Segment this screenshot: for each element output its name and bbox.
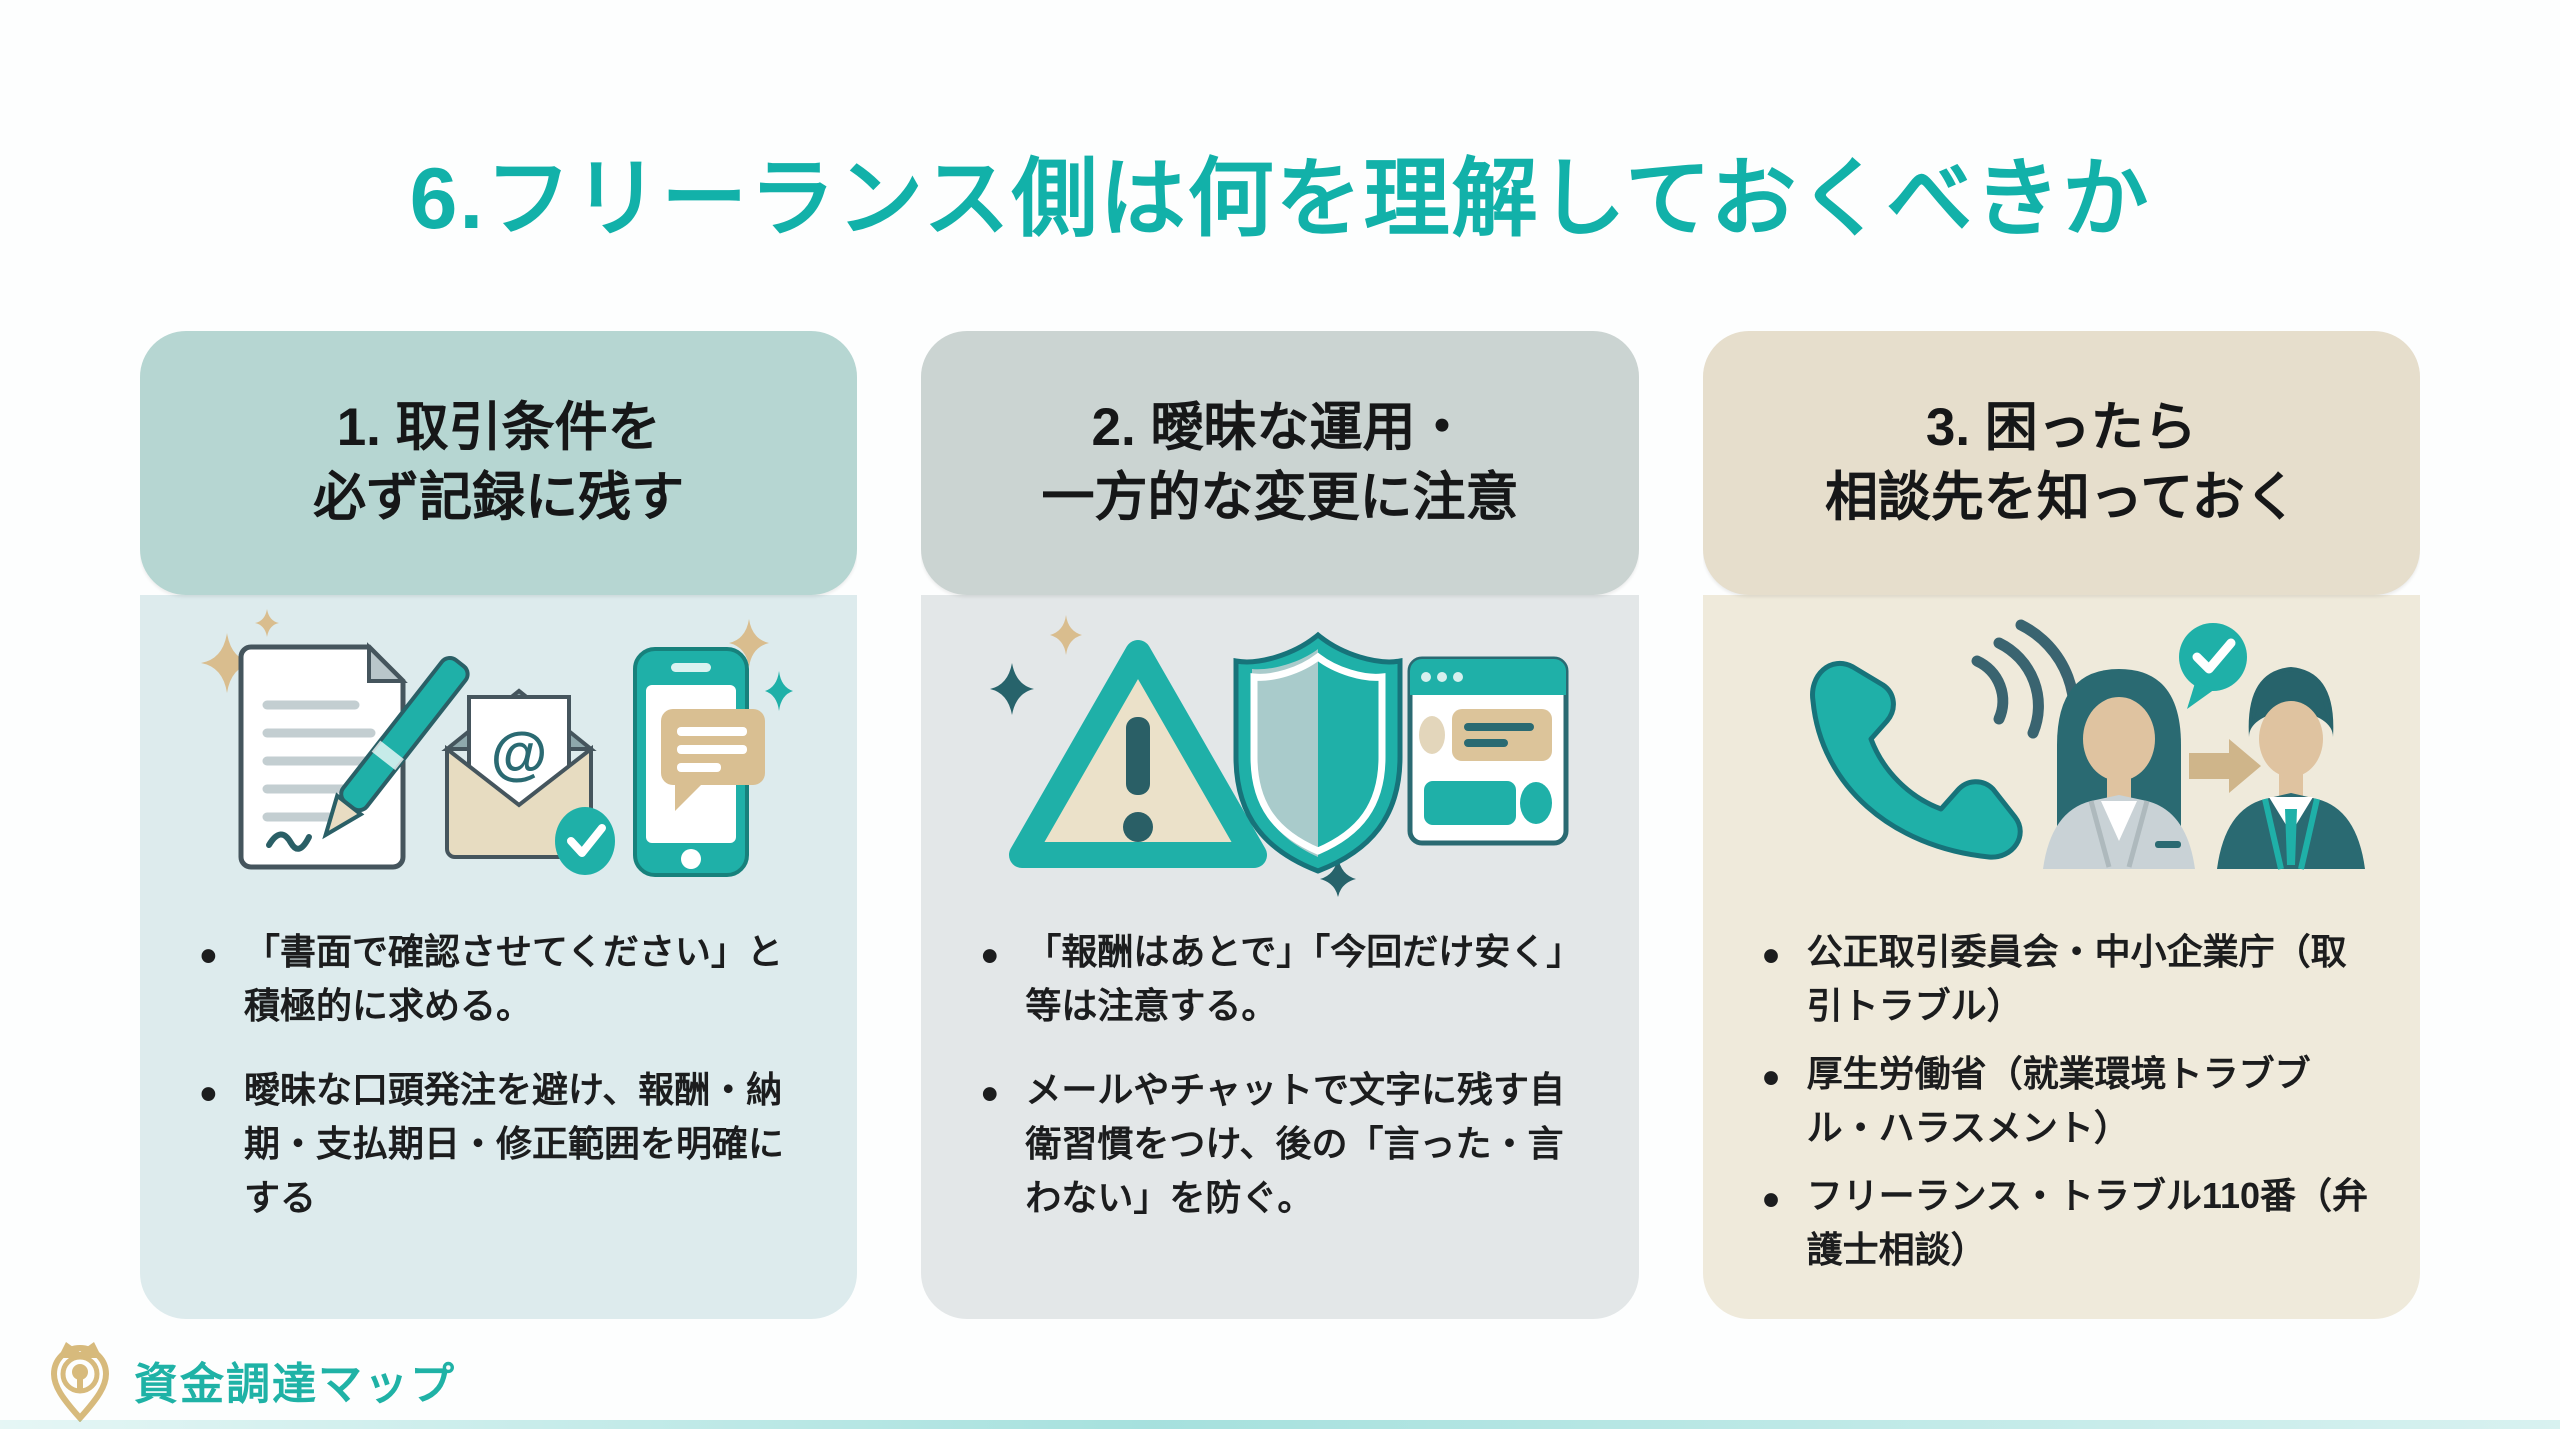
bullet-item: 曖昧な口頭発注を避け、報酬・納期・支払期日・修正範囲を明確にする bbox=[198, 1059, 813, 1225]
sparkle-icons bbox=[989, 615, 1356, 897]
logo-text: 資金調達マップ bbox=[134, 1360, 456, 1409]
card-2-body: 「報酬はあとで」「今回だけ安く」等は注意する。 メールやチャットで文字に残す自衛… bbox=[921, 595, 1639, 1319]
consultant-woman-icon bbox=[2043, 669, 2196, 869]
chat-bubble-icon bbox=[660, 709, 765, 811]
card-beware-changes: 2. 曖昧な運用・ 一方的な変更に注意 bbox=[921, 331, 1639, 1319]
card-2-icons bbox=[921, 595, 1638, 907]
bullet-item: 「報酬はあとで」「今回だけ安く」等は注意する。 bbox=[979, 921, 1594, 1033]
bullet-item: 「書面で確認させてください」と積極的に求める。 bbox=[198, 921, 813, 1033]
card-1-title-line1: 1. 取引条件を bbox=[336, 398, 661, 458]
card-3-icons bbox=[1703, 595, 2420, 907]
card-3-body: 公正取引委員会・中小企業庁（取引トラブル） 厚生労働省（就業環境トラブブル・ハラ… bbox=[1702, 595, 2420, 1319]
card-1-bullet-list: 「書面で確認させてください」と積極的に求める。 曖昧な口頭発注を避け、報酬・納期… bbox=[140, 921, 857, 1255]
shield-icon bbox=[1233, 631, 1403, 874]
card-2-title-line1: 2. 曖昧な運用・ bbox=[1091, 398, 1469, 458]
card-1-header: 1. 取引条件を 必ず記録に残す bbox=[140, 331, 858, 595]
card-3-bullet-list: 公正取引委員会・中小企業庁（取引トラブル） 厚生労働省（就業環境トラブブル・ハラ… bbox=[1703, 921, 2420, 1291]
bottom-accent-band bbox=[0, 1420, 2560, 1429]
card-know-contacts: 3. 困ったら 相談先を知っておく bbox=[1702, 331, 2420, 1319]
card-1-icons: @ bbox=[140, 595, 857, 907]
card-3-illustration bbox=[1810, 619, 2366, 870]
phone-call-icon bbox=[1810, 619, 2080, 860]
document-pen-icon bbox=[238, 642, 470, 870]
bullet-item: 公正取引委員会・中小企業庁（取引トラブル） bbox=[1761, 921, 2376, 1033]
cards-row: 1. 取引条件を 必ず記録に残す bbox=[140, 331, 2420, 1319]
arrow-right-icon bbox=[2189, 739, 2262, 793]
sparkle-icons bbox=[200, 609, 793, 711]
card-3-header: 3. 困ったら 相談先を知っておく bbox=[1702, 331, 2420, 595]
card-3-title-line2: 相談先を知っておく bbox=[1824, 468, 2298, 527]
smartphone-chat-icon bbox=[632, 647, 765, 877]
card-3-title: 3. 困ったら 相談先を知っておく bbox=[1825, 393, 2298, 533]
advisor-man-icon bbox=[2217, 667, 2366, 870]
card-record-conditions: 1. 取引条件を 必ず記録に残す bbox=[140, 331, 858, 1319]
card-2-header: 2. 曖昧な運用・ 一方的な変更に注意 bbox=[921, 331, 1639, 595]
warning-triangle-icon bbox=[1008, 640, 1267, 868]
page-title: 6.フリーランス側は何を理解しておくべきか bbox=[409, 150, 2151, 247]
bullet-item: 厚生労働省（就業環境トラブブル・ハラスメント） bbox=[1761, 1043, 2376, 1155]
card-1-body: @ bbox=[140, 595, 858, 1319]
card-1-illustration: @ bbox=[200, 609, 793, 877]
at-symbol: @ bbox=[490, 721, 547, 786]
card-3-title-line1: 3. 困ったら bbox=[1925, 398, 2197, 458]
email-at-check-icon: @ bbox=[440, 688, 615, 875]
card-2-title-line2: 一方的な変更に注意 bbox=[1041, 468, 1519, 527]
check-bubble-icon bbox=[2179, 623, 2248, 709]
site-logo: 資金調達マップ bbox=[42, 1338, 456, 1422]
card-1-title-line2: 必ず記録に残す bbox=[313, 468, 685, 527]
card-2-bullet-list: 「報酬はあとで」「今回だけ安く」等は注意する。 メールやチャットで文字に残す自衛… bbox=[921, 921, 1638, 1255]
card-1-title: 1. 取引条件を 必ず記録に残す bbox=[313, 393, 684, 533]
bullet-item: フリーランス・トラブル110番（弁護士相談） bbox=[1761, 1165, 2376, 1277]
bullet-item: メールやチャットで文字に残す自衛習慣をつけ、後の「言った・言わない」を防ぐ。 bbox=[979, 1059, 1594, 1225]
crown-map-pin-icon bbox=[50, 1342, 110, 1422]
chat-window-icon bbox=[1407, 656, 1569, 846]
card-2-title: 2. 曖昧な運用・ 一方的な変更に注意 bbox=[1041, 393, 1518, 533]
card-2-illustration bbox=[989, 615, 1569, 897]
pen-icon bbox=[321, 655, 470, 840]
